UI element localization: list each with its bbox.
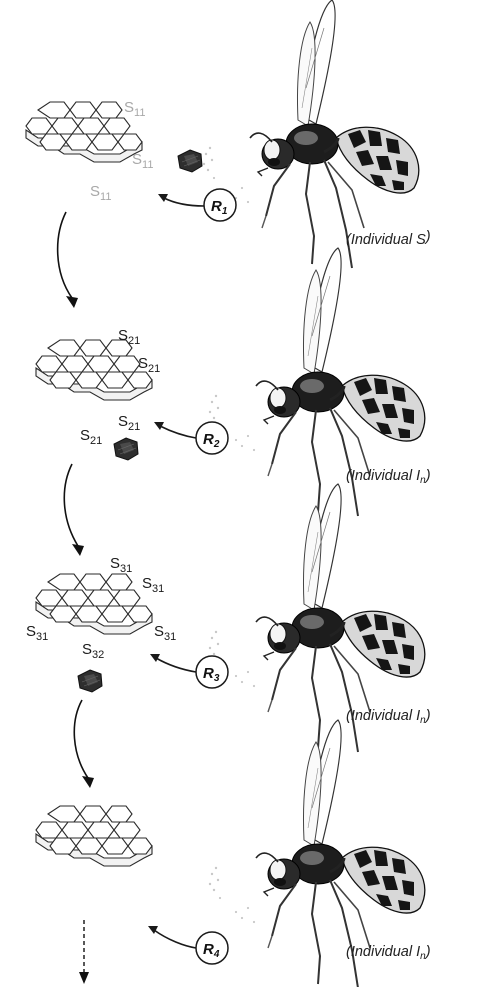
cell-label-s11-c: S11 — [90, 183, 111, 203]
cell-label-s31-d: S31 — [154, 623, 176, 643]
stage-1: S11 S11 S11 R1 (Individual S) — [26, 0, 431, 268]
r-arrow-4 — [154, 930, 196, 948]
cell-label-s31-b: S31 — [142, 575, 164, 595]
cell-label-s21-c: S21 — [80, 427, 102, 447]
continuation-arrowhead — [79, 972, 89, 984]
cell-label-s32: S32 — [82, 641, 104, 661]
cell-label-s21-d: S21 — [118, 413, 140, 433]
flow-arrowhead-2 — [72, 544, 84, 556]
r-arrow-1 — [164, 198, 204, 206]
pulp-block-1 — [178, 150, 202, 172]
flow-arrowhead-1 — [66, 296, 78, 308]
r-marker-2: R2 — [196, 422, 228, 454]
cell-label-s11-b: S11 — [132, 151, 153, 171]
cell-label-s11-a: S11 — [124, 99, 145, 119]
r-arrowhead-3 — [150, 654, 160, 662]
r-arrowhead-1 — [158, 194, 168, 202]
nest-comb-2 — [36, 340, 152, 400]
pulp-block-3 — [78, 670, 102, 692]
r-marker-1: R1 — [204, 189, 236, 221]
flow-arrowhead-3 — [82, 776, 94, 788]
pulp-block-2 — [114, 438, 138, 460]
r-marker-4: R4 — [196, 932, 228, 964]
cell-label-s31-c: S31 — [26, 623, 48, 643]
individual-label-3: (Individual In) — [346, 708, 431, 726]
cell-label-s31-a: S31 — [110, 555, 132, 575]
r-marker-3: R3 — [196, 656, 228, 688]
r-arrowhead-2 — [154, 422, 164, 430]
r-arrowhead-4 — [148, 926, 158, 934]
r-arrow-2 — [160, 426, 196, 438]
wasp-illustration-1 — [203, 0, 419, 268]
individual-label-4: (Individual In) — [346, 944, 431, 962]
individual-label-2: (Individual In) — [346, 468, 431, 486]
r-arrow-3 — [156, 658, 196, 672]
flow-arrow-3 — [74, 700, 88, 778]
nest-comb-3 — [36, 574, 152, 634]
flow-arrow-2 — [64, 464, 78, 546]
stage-3: S31 S31 S31 S31 S32 R3 (Individual In) — [26, 484, 431, 752]
flow-arrow-1 — [58, 212, 72, 298]
nest-comb-4 — [36, 806, 152, 866]
stage-2: S21 S21 S21 S21 R2 (Individual In) — [36, 248, 431, 516]
individual-label-1: (Individual S) — [346, 229, 431, 248]
stage-4: R4 (Individual In) — [36, 720, 431, 987]
